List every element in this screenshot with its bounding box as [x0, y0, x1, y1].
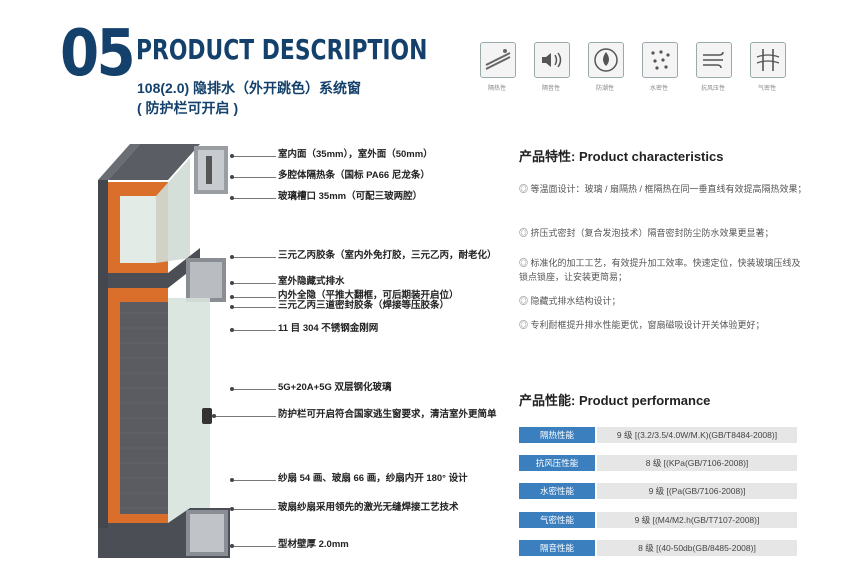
feature-item: ◎ 挤压式密封（复合发泡技术）隔音密封防尘防水效果更显著；	[519, 228, 774, 238]
performance-label: 气密性能	[519, 512, 595, 528]
performance-value: 8 级 [(KPa(GB/7106-2008)]	[597, 455, 797, 471]
sound-icon	[534, 42, 570, 78]
performance-row: 隔音性能 8 级 [(40-50db(GB/8485-2008)]	[519, 540, 797, 556]
callout-glass-slot: 玻璃槽口 35mm（可配三玻两腔）	[278, 191, 423, 202]
icon-label: 隔热性	[487, 86, 506, 92]
product-name: 108(2.0) 隐排水（外开跳色）系统窗	[137, 80, 362, 96]
callout-wall-thickness: 型材壁厚 2.0mm	[278, 539, 349, 550]
callout-thermal-strip: 多腔体隔热条（国标 PA66 尼龙条）	[278, 170, 430, 181]
callout-tempered-glass: 5G+20A+5G 双层钢化玻璃	[278, 382, 392, 393]
callout-fully-hidden: 内外全隐（平推大翻框，可后期装开启位）	[278, 290, 459, 301]
performance-value: 9 级 [(Pa(GB/7106-2008)]	[597, 483, 797, 499]
airtight-icon	[750, 42, 786, 78]
feature-item: ◎ 专利耐框提升排水性能更优，窗扇磁吸设计开关体验更好；	[519, 320, 765, 330]
wind-icon	[696, 42, 732, 78]
performance-value: 9 级 [(M4/M2.h(GB/T7107-2008)]	[597, 512, 797, 528]
icon-label: 隔音性	[541, 86, 560, 92]
callout-sash-design: 纱扇 54 画、玻扇 66 画，纱扇内开 180° 设计	[278, 473, 468, 484]
characteristics-title: 产品特性: Product characteristics	[519, 149, 724, 164]
performance-row: 隔热性能 9 级 [(3.2/3.5/4.0W/M.K)(GB/T8484-20…	[519, 427, 797, 443]
section-number: 05	[60, 17, 136, 91]
callout-frame-width: 室内面（35mm），室外面（50mm）	[278, 149, 433, 160]
waterproof-icon	[588, 42, 624, 78]
performance-title: 产品性能: Product performance	[519, 393, 711, 408]
page-title: PRODUCT DESCRIPTION	[136, 33, 428, 66]
icon-label: 气密性	[757, 86, 776, 92]
feature-item: ◎ 等温面设计：玻璃 / 扇隔热 / 框隔热在同一垂直线有效提高隔热效果；	[519, 184, 807, 194]
performance-value: 9 级 [(3.2/3.5/4.0W/M.K)(GB/T8484-2008)]	[597, 427, 797, 443]
performance-label: 隔热性能	[519, 427, 595, 443]
callout-triple-seal: 三元乙丙三道密封胶条（焊接等压胶条）	[278, 300, 450, 311]
callout-epdm-gasket: 三元乙丙胶条（室内外免打胶，三元乙丙，耐老化）	[278, 250, 497, 261]
callout-hidden-drainage: 室外隐藏式排水	[278, 276, 345, 287]
performance-row: 抗风压性能 8 级 [(KPa(GB/7106-2008)]	[519, 455, 797, 471]
product-variant: ( 防护栏可开启 )	[137, 100, 239, 116]
window-cross-section-illustration	[98, 144, 230, 558]
watertight-icon	[642, 42, 678, 78]
performance-row: 水密性能 9 级 [(Pa(GB/7106-2008)]	[519, 483, 797, 499]
icon-label: 水密性	[649, 86, 668, 92]
callout-laser-welding: 玻扇纱扇采用领先的激光无缝焊接工艺技术	[278, 502, 459, 513]
feature-item: ◎ 标准化的加工工艺，有效提升加工效率。快速定位，快装玻璃压线及锁点锁座，让安装…	[519, 258, 801, 282]
callout-steel-mesh: 11 目 304 不锈钢金刚网	[278, 323, 379, 334]
icon-label: 防潮性	[595, 86, 614, 92]
performance-value: 8 级 [(40-50db(GB/8485-2008)]	[597, 540, 797, 556]
icon-label: 抗风压性	[700, 86, 725, 92]
performance-label: 抗风压性能	[519, 455, 595, 471]
insulation-icon	[480, 42, 516, 78]
feature-item: ◎ 隐藏式排水结构设计；	[519, 296, 621, 306]
performance-label: 隔音性能	[519, 540, 595, 556]
performance-label: 水密性能	[519, 483, 595, 499]
performance-row: 气密性能 9 级 [(M4/M2.h(GB/T7107-2008)]	[519, 512, 797, 528]
callout-guardrail: 防护栏可开启符合国家逃生窗要求，清洁室外更简单	[278, 409, 497, 420]
